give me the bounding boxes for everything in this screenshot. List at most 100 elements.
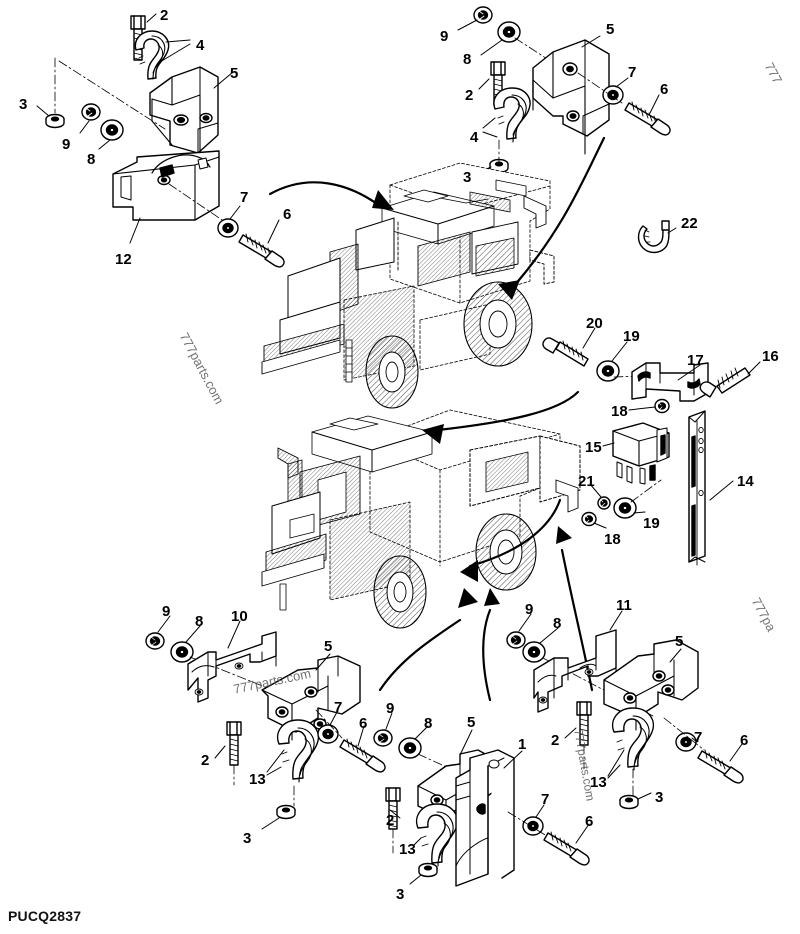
callout-number: 6	[283, 206, 292, 223]
part-bracket-12	[112, 150, 220, 221]
callout-number: 2	[465, 87, 474, 104]
callout-number: 8	[463, 51, 472, 68]
part-bracket-5-upper-left	[149, 66, 219, 154]
callout-number: 4	[196, 37, 205, 54]
callout-number: 22	[681, 215, 698, 232]
callout-number: 9	[440, 28, 449, 45]
callout-number: 3	[243, 830, 252, 847]
callout-number: 9	[162, 603, 171, 620]
part-bolt-6-upper-left	[238, 233, 285, 268]
part-nut-18-upper	[654, 398, 670, 414]
callout-number: 5	[606, 21, 615, 38]
callout-number: 5	[675, 633, 684, 650]
callout-number: 7	[240, 189, 249, 206]
callout-number: 6	[740, 732, 749, 749]
part-washer-9-upper-left	[81, 103, 101, 121]
callout-number: 3	[396, 886, 405, 903]
part-washer-8-lower-right	[522, 641, 546, 663]
assembly-arrow-lower-left-up	[378, 588, 478, 692]
part-washer-9-upper-right	[473, 6, 493, 24]
part-rail-14	[688, 410, 706, 566]
part-bolt-2-lower-left	[226, 721, 242, 766]
callout-number: 13	[249, 771, 266, 788]
callout-number: 9	[386, 700, 395, 717]
part-washer-7-upper-right	[602, 85, 624, 105]
callout-number: 20	[586, 315, 603, 332]
part-washer-8-lower-center	[398, 737, 422, 759]
callout-number: 21	[578, 473, 595, 490]
part-washer-9-lower-right	[506, 631, 526, 649]
callout-number: 9	[62, 136, 71, 153]
callout-number: 6	[660, 81, 669, 98]
part-washer-9-lower-center	[373, 729, 393, 747]
callout-number: 5	[324, 638, 333, 655]
part-bolt-16	[699, 367, 751, 398]
part-washer-7-lower-left	[317, 724, 339, 744]
part-nut-21	[597, 496, 611, 510]
callout-number: 3	[19, 96, 28, 113]
callout-number: 8	[424, 715, 433, 732]
assembly-arrow-mid-up	[460, 498, 562, 582]
part-nut-3-lower-center	[418, 862, 438, 878]
part-washer-7-upper-left	[217, 218, 239, 238]
part-bracket-17	[631, 362, 709, 402]
callout-number: 2	[551, 732, 560, 749]
part-bolt-6-lower-left	[339, 738, 386, 773]
callout-number: 1	[518, 736, 527, 753]
part-washer-8-upper-left	[100, 119, 124, 141]
part-nut-3-lower-left	[276, 804, 296, 820]
callout-number: 15	[585, 439, 602, 456]
callout-number: 12	[115, 251, 132, 268]
callout-number: 13	[399, 841, 416, 858]
part-bolt-6-lower-center	[543, 831, 590, 866]
part-washer-19-lower	[613, 497, 637, 519]
callout-number: 7	[628, 64, 637, 81]
callout-number: 2	[160, 7, 169, 24]
assembly-arrow-top-right	[498, 136, 606, 300]
part-bracket-1	[455, 749, 515, 887]
assembly-arrow-lower-center-up	[482, 588, 500, 702]
assembly-arrow-mid-right	[422, 390, 580, 444]
part-clamp-13-lower-right	[612, 707, 654, 771]
part-bolt-20	[542, 337, 589, 367]
callout-number: 19	[643, 515, 660, 532]
callout-number: 16	[762, 348, 779, 365]
callout-number: 19	[623, 328, 640, 345]
callout-number: 10	[231, 608, 248, 625]
part-clamp-13-lower-center	[416, 803, 458, 867]
part-washer-7-lower-right	[675, 732, 697, 752]
part-bracket-11	[533, 629, 617, 713]
callout-number: 7	[694, 729, 703, 746]
callout-number: 9	[525, 601, 534, 618]
part-bolt-6-upper-right	[624, 101, 671, 136]
part-washer-7-lower-center	[522, 816, 544, 836]
assembly-arrow-top-left	[268, 181, 394, 210]
combine-harvester-lower	[261, 409, 581, 629]
callout-number: 4	[470, 129, 479, 146]
part-washer-8-upper-right	[497, 21, 521, 43]
part-clamp-13-lower-left	[277, 719, 319, 783]
part-clip-22	[637, 220, 670, 254]
callout-number: 2	[201, 752, 210, 769]
callout-number: 6	[585, 813, 594, 830]
callout-number: 18	[611, 403, 628, 420]
callout-number: 13	[590, 774, 607, 791]
part-nut-3-lower-right	[619, 794, 639, 810]
part-bracket-5-upper-right	[532, 39, 610, 155]
callout-number: 7	[541, 791, 550, 808]
part-clamp-4-upper-right	[493, 87, 531, 143]
callout-number: 18	[604, 531, 621, 548]
part-washer-9-lower-left	[145, 632, 165, 650]
callout-number: 3	[655, 789, 664, 806]
callout-number: 6	[359, 715, 368, 732]
figure-part-number: PUCQ2837	[8, 908, 82, 924]
part-nut-18-lower	[581, 511, 597, 527]
part-washer-19-upper	[596, 360, 620, 382]
part-clamp-4-upper-left	[134, 30, 170, 80]
callout-number: 11	[616, 597, 632, 614]
part-bolt-6-lower-right	[697, 749, 744, 784]
callout-number: 3	[463, 169, 472, 186]
callout-number: 5	[467, 714, 476, 731]
